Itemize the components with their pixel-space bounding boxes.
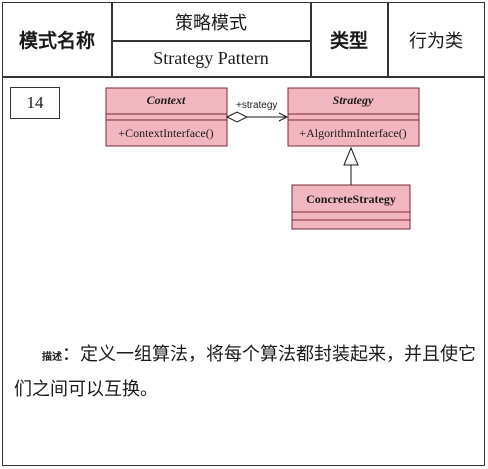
- concrete-strategy-class: ConcreteStrategy: [291, 184, 411, 230]
- type-value: 行为类: [409, 30, 463, 52]
- name-cell-divider: [111, 40, 311, 42]
- strategy-class-name: Strategy: [333, 93, 374, 107]
- page-number: 14: [10, 87, 60, 119]
- generalization-arrow: [343, 146, 359, 185]
- header-divider-3: [387, 3, 389, 77]
- strategy-class: Strategy +AlgorithmInterface(): [287, 87, 420, 147]
- strategy-operation: +AlgorithmInterface(): [299, 126, 406, 140]
- description-label: 描述: [42, 352, 62, 363]
- aggregation-association: +strategy: [225, 100, 289, 123]
- description-text: 定义一组算法，将每个算法都封装起来，并且使它们之间可以互换。: [14, 344, 476, 400]
- header-bottom-border: [3, 76, 485, 78]
- pattern-card: [2, 2, 485, 466]
- pattern-name-cn: 策略模式: [175, 12, 247, 34]
- concrete-strategy-class-name: ConcreteStrategy: [306, 192, 396, 206]
- context-class: Context +ContextInterface(): [105, 87, 228, 147]
- association-label: +strategy: [236, 100, 277, 111]
- association-arrow-icon: [278, 112, 289, 122]
- context-operation: +ContextInterface(): [118, 126, 213, 140]
- description: 描述：定义一组算法，将每个算法都封装起来，并且使它们之间可以互换。: [14, 339, 476, 406]
- description-separator: ：: [62, 344, 80, 365]
- name-label: 模式名称: [18, 30, 95, 52]
- type-label: 类型: [329, 30, 368, 52]
- aggregation-diamond-icon: [225, 111, 249, 123]
- context-class-name: Context: [147, 93, 186, 107]
- pattern-name-en: Strategy Pattern: [153, 48, 269, 68]
- inheritance-triangle-icon: [343, 146, 359, 166]
